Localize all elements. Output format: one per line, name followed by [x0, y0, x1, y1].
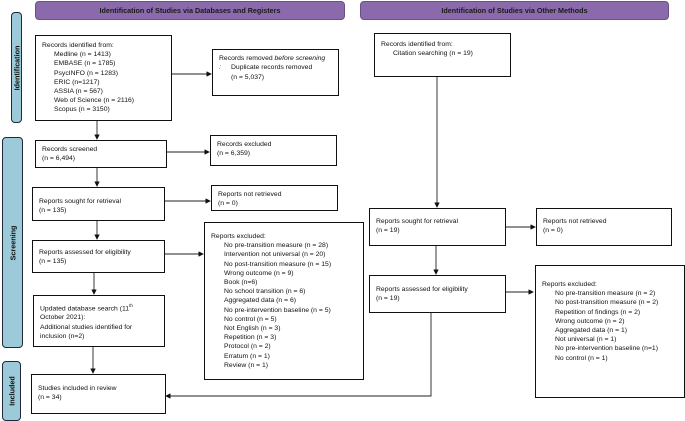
box-count: (n = 6,494): [42, 155, 76, 163]
box-title: Reports excluded:: [542, 281, 597, 288]
reports-assessed-box: Reports assessed for eligibility (n = 13…: [32, 240, 165, 273]
list-item: Not English (n = 3): [224, 325, 281, 333]
records-identified-box: Records identified from: Medline (n = 14…: [35, 35, 172, 121]
list-item: No post-transition measure (n = 15): [224, 260, 332, 268]
box-line: Updated database search (11: [40, 305, 130, 313]
list-item: No pre-intervention baseline (n=1): [555, 345, 658, 353]
box-count: (n = 19): [376, 295, 400, 303]
phase-identification: Identification: [11, 12, 22, 123]
list-item: No pre-transition measure (n = 28): [224, 242, 329, 250]
list-item: Citation searching (n = 19): [393, 50, 473, 58]
box-count: (n = 0): [218, 200, 238, 208]
box-line: Duplicate records removed: [231, 64, 313, 72]
box-count: (n = 34): [38, 394, 62, 402]
list-item: No pre-intervention baseline (n = 5): [224, 306, 331, 314]
studies-included-box: Studies included in review (n = 34): [31, 374, 166, 414]
box-title: Records screened: [42, 146, 98, 153]
header-other-label: Identification of Studies via Other Meth…: [441, 6, 588, 15]
box-title: Records identified from:: [381, 41, 453, 48]
box-line: October 2021):: [40, 314, 86, 322]
box-line: Additional studies identified for inclus…: [40, 323, 133, 340]
header-databases-label: Identification of Studies via Databases …: [99, 6, 281, 15]
box-title: Reports sought for retrieval: [39, 198, 121, 205]
list-item: No school transition (n = 6): [224, 288, 306, 296]
box-title: Reports excluded:: [211, 233, 266, 240]
list-item: No control (n = 1): [555, 354, 608, 362]
box-title: Studies included in review: [38, 385, 117, 392]
list-item: Protocol (n = 2): [224, 343, 271, 351]
list-item: Aggregated data (n = 6): [224, 297, 296, 305]
box-title: Reports assessed for eligibility: [39, 249, 131, 256]
list-item: No pre-transition measure (n = 2): [555, 290, 656, 298]
box-count: (n = 135): [39, 207, 67, 215]
list-item: No post-transition measure (n = 2): [555, 299, 659, 307]
box-title-colon: :: [219, 64, 221, 72]
list-item: Wrong outcome (n = 9): [224, 269, 294, 277]
other-reports-assessed-box: Reports assessed for eligibility (n = 19…: [369, 275, 506, 313]
records-removed-box: Records removed before screening : Dupli…: [212, 49, 339, 96]
list-item: ERIC (n=1217): [54, 78, 100, 86]
list-item: Book (n=6): [224, 279, 258, 287]
list-item: EMBASE (n = 1785): [54, 60, 116, 68]
list-item: Review (n = 1): [224, 361, 269, 369]
box-title: Reports sought for retrieval: [376, 218, 458, 225]
box-count: (n = 5,037): [231, 73, 265, 81]
list-item: ASSIA (n = 567): [54, 88, 103, 96]
list-item: Wrong outcome (n = 2): [555, 317, 625, 325]
list-item: Repetition of findings (n = 2): [555, 308, 641, 316]
list-item: Scopus (n = 3150): [54, 106, 110, 114]
box-title-italic: before screening: [274, 55, 326, 62]
other-records-identified-box: Records identified from: Citation search…: [374, 33, 511, 77]
list-item: PsycINFO (n = 1283): [54, 69, 119, 77]
box-title: Reports not retrieved: [543, 218, 607, 225]
records-excluded-box: Records excluded (n = 6,359): [210, 135, 337, 166]
records-screened-box: Records screened (n = 6,494): [35, 140, 167, 168]
reports-excluded-box: Reports excluded: No pre-transition meas…: [204, 222, 364, 380]
list-item: No control (n = 5): [224, 315, 277, 323]
box-count: (n = 0): [543, 227, 563, 235]
reports-sought-box: Reports sought for retrieval (n = 135): [32, 187, 165, 221]
list-item: Repetition (n = 3): [224, 334, 277, 342]
list-item: Aggregated data (n = 1): [555, 327, 627, 335]
superscript: th: [129, 303, 133, 308]
other-reports-excluded-box: Reports excluded: No pre-transition meas…: [535, 265, 685, 398]
list-item: Intervention not universal (n = 20): [224, 251, 326, 259]
other-reports-not-retrieved-box: Reports not retrieved (n = 0): [536, 208, 672, 246]
list-item: Not universal (n = 1): [555, 336, 617, 344]
list-item: Medline (n = 1413): [54, 51, 111, 59]
box-title: Records excluded: [217, 141, 272, 148]
box-count: (n = 19): [376, 227, 400, 235]
arrow: [165, 313, 432, 399]
reports-not-retrieved-box: Reports not retrieved (n = 0): [211, 185, 338, 211]
other-reports-sought-box: Reports sought for retrieval (n = 19): [369, 208, 506, 246]
header-databases: Identification of Studies via Databases …: [35, 1, 345, 20]
updated-search-box: Updated database search (11th October 20…: [33, 295, 165, 347]
box-title: Reports not retrieved: [218, 191, 282, 198]
list-item: Erratum (n = 1): [224, 352, 270, 360]
box-count: (n = 6,359): [217, 150, 251, 158]
box-title: Reports assessed for eligibility: [376, 286, 468, 293]
list-item: Web of Science (n = 2116): [54, 97, 135, 105]
phase-screening: Screening: [2, 137, 23, 348]
header-other-methods: Identification of Studies via Other Meth…: [360, 1, 669, 20]
box-title: Records identified from:: [42, 42, 114, 49]
box-title: Records removed: [219, 55, 275, 62]
box-count: (n = 135): [39, 258, 67, 266]
